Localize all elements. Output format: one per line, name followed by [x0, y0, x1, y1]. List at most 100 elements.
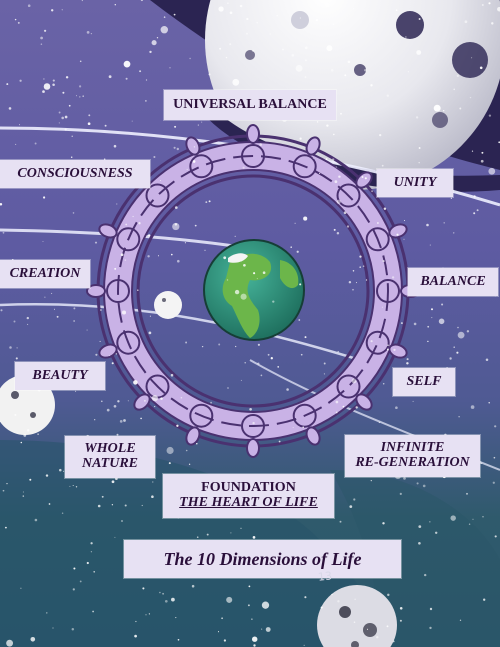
foundation-text: FOUNDATION	[201, 480, 296, 496]
star	[453, 88, 455, 91]
star	[95, 353, 98, 356]
star	[141, 504, 143, 507]
star	[34, 142, 37, 145]
star	[172, 222, 180, 231]
star	[413, 322, 417, 326]
star	[20, 587, 22, 589]
star	[361, 176, 364, 178]
star	[476, 209, 479, 212]
star	[163, 16, 166, 18]
star	[52, 83, 55, 87]
star	[109, 355, 111, 357]
star	[71, 135, 73, 137]
page-number: 13	[317, 569, 333, 584]
star	[53, 308, 56, 310]
star	[300, 353, 303, 356]
star	[252, 49, 255, 52]
star	[304, 59, 307, 62]
star	[205, 201, 208, 204]
star	[457, 326, 459, 329]
star	[240, 379, 242, 381]
star	[379, 133, 382, 137]
star	[52, 627, 54, 629]
star	[6, 483, 8, 485]
star	[143, 399, 146, 402]
star	[160, 25, 169, 34]
star	[86, 31, 90, 34]
star	[6, 83, 9, 86]
star	[153, 155, 156, 159]
star	[272, 300, 275, 303]
star	[14, 18, 17, 21]
star	[27, 323, 29, 325]
star	[159, 179, 162, 182]
star	[406, 358, 409, 361]
star	[30, 636, 36, 642]
star	[229, 43, 232, 46]
knot-loop	[365, 330, 390, 355]
star	[133, 380, 138, 385]
star	[251, 636, 258, 642]
star	[382, 383, 385, 385]
star	[101, 495, 104, 498]
knot-petal	[185, 136, 201, 156]
star	[169, 67, 171, 69]
star	[319, 172, 321, 174]
star	[125, 223, 128, 226]
knot-petal	[98, 223, 118, 239]
star	[116, 203, 118, 205]
star	[140, 0, 144, 2]
star	[193, 146, 196, 148]
star	[26, 316, 29, 320]
knot-petal	[185, 426, 201, 446]
star	[472, 518, 474, 520]
knot-petal	[246, 124, 260, 144]
star	[196, 443, 198, 445]
star	[71, 627, 75, 631]
star	[434, 531, 438, 535]
knot-petal	[388, 343, 408, 359]
star	[431, 317, 433, 319]
star	[326, 45, 333, 52]
star	[294, 222, 296, 224]
star	[481, 151, 484, 154]
star	[168, 462, 171, 465]
star	[223, 639, 227, 642]
star	[247, 604, 250, 607]
star	[418, 542, 421, 545]
star	[79, 85, 82, 88]
star	[185, 449, 188, 452]
star	[115, 353, 117, 355]
star	[139, 70, 142, 73]
knot-petal	[355, 393, 373, 411]
star	[232, 78, 240, 86]
star	[386, 94, 390, 97]
knot-petal	[355, 171, 373, 189]
knot-loop	[336, 374, 361, 399]
star	[160, 397, 163, 400]
star	[43, 29, 47, 32]
beauty-text: BEAUTY	[32, 367, 88, 383]
star	[20, 441, 23, 444]
star	[480, 159, 484, 163]
star	[320, 606, 323, 609]
star	[82, 95, 84, 97]
star	[364, 177, 367, 180]
star	[88, 114, 91, 117]
heart-of-life-text: THE HEART OF LIFE	[179, 495, 318, 510]
star	[429, 626, 432, 630]
star	[79, 580, 82, 583]
star	[62, 91, 65, 94]
star	[253, 272, 256, 275]
star	[68, 104, 71, 107]
star	[251, 618, 253, 620]
star	[156, 37, 159, 39]
star	[344, 74, 347, 77]
star	[450, 197, 452, 199]
star	[473, 195, 476, 198]
poster-title-text: The 10 Dimensions of Life	[163, 548, 362, 569]
star	[485, 358, 489, 361]
star	[227, 2, 229, 4]
star	[470, 405, 475, 409]
star	[201, 121, 203, 123]
